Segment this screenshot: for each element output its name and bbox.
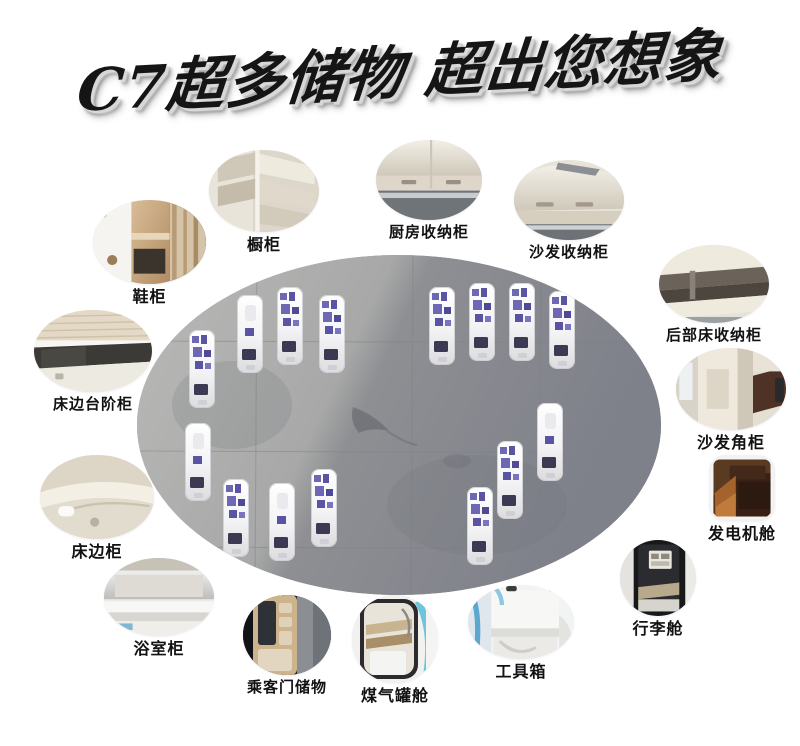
callout-rear-bed-storage[interactable]: 后部床收纳柜 (639, 245, 789, 344)
callout-thumbnail-cupboard (209, 150, 319, 232)
callout-bedside-cabinet[interactable]: 床边柜 (40, 455, 154, 561)
callout-thumbnail-tool-box (468, 585, 574, 659)
callout-label-bedside-step-cabinet: 床边台阶柜 (52, 395, 133, 413)
callout-sofa-storage[interactable]: 沙发收纳柜 (514, 160, 624, 261)
hero-aerial-photo (137, 255, 661, 595)
callout-label-rear-bed-storage: 后部床收纳柜 (665, 326, 762, 344)
callout-thumbnail-bedside-cabinet (40, 455, 154, 539)
callout-passenger-door-store[interactable]: 乘客门储物 (232, 595, 342, 696)
callout-sofa-corner-cabinet[interactable]: 沙发角柜 (676, 348, 786, 452)
callout-tool-box[interactable]: 工具箱 (468, 585, 574, 681)
callout-generator-bay[interactable]: 发电机舱 (690, 455, 794, 543)
callout-label-shoe-cabinet: 鞋柜 (132, 287, 167, 306)
callout-thumbnail-gas-tank-bay (352, 595, 438, 683)
callout-label-generator-bay: 发电机舱 (707, 524, 776, 543)
callout-label-gas-tank-bay: 煤气罐舱 (360, 686, 429, 705)
callout-thumbnail-bathroom-cabinet (104, 558, 214, 636)
callout-thumbnail-bedside-step-cabinet (34, 310, 152, 392)
callout-cupboard[interactable]: 橱柜 (209, 150, 319, 254)
callout-shoe-cabinet[interactable]: 鞋柜 (93, 200, 206, 306)
callout-label-kitchen-storage: 厨房收纳柜 (388, 223, 469, 241)
callout-thumbnail-luggage-bay (620, 540, 696, 616)
callout-thumbnail-passenger-door-store (243, 595, 331, 675)
callout-luggage-bay[interactable]: 行李舱 (620, 540, 696, 638)
callout-label-cupboard: 橱柜 (246, 235, 281, 254)
callout-label-tool-box: 工具箱 (495, 662, 547, 681)
callout-label-passenger-door-store: 乘客门储物 (246, 678, 327, 696)
callout-thumbnail-shoe-cabinet (93, 200, 206, 284)
callout-label-bathroom-cabinet: 浴室柜 (133, 639, 185, 658)
callout-thumbnail-sofa-corner-cabinet (676, 348, 786, 430)
page-title-area: C7超多储物 超出您想象 (0, 21, 800, 125)
callout-thumbnail-kitchen-storage (376, 140, 482, 220)
callout-gas-tank-bay[interactable]: 煤气罐舱 (345, 595, 445, 705)
callout-label-bedside-cabinet: 床边柜 (71, 542, 123, 561)
callout-bedside-step-cabinet[interactable]: 床边台阶柜 (28, 310, 158, 413)
callout-thumbnail-rear-bed-storage (659, 245, 769, 323)
callout-thumbnail-generator-bay (709, 455, 775, 521)
page-title: C7超多储物 超出您想象 (74, 21, 725, 125)
callout-label-luggage-bay: 行李舱 (632, 619, 684, 638)
callout-label-sofa-corner-cabinet: 沙发角柜 (696, 433, 765, 452)
callout-bathroom-cabinet[interactable]: 浴室柜 (104, 558, 214, 658)
callout-label-sofa-storage: 沙发收纳柜 (528, 243, 609, 261)
callout-kitchen-storage[interactable]: 厨房收纳柜 (376, 140, 482, 241)
callout-thumbnail-sofa-storage (514, 160, 624, 240)
